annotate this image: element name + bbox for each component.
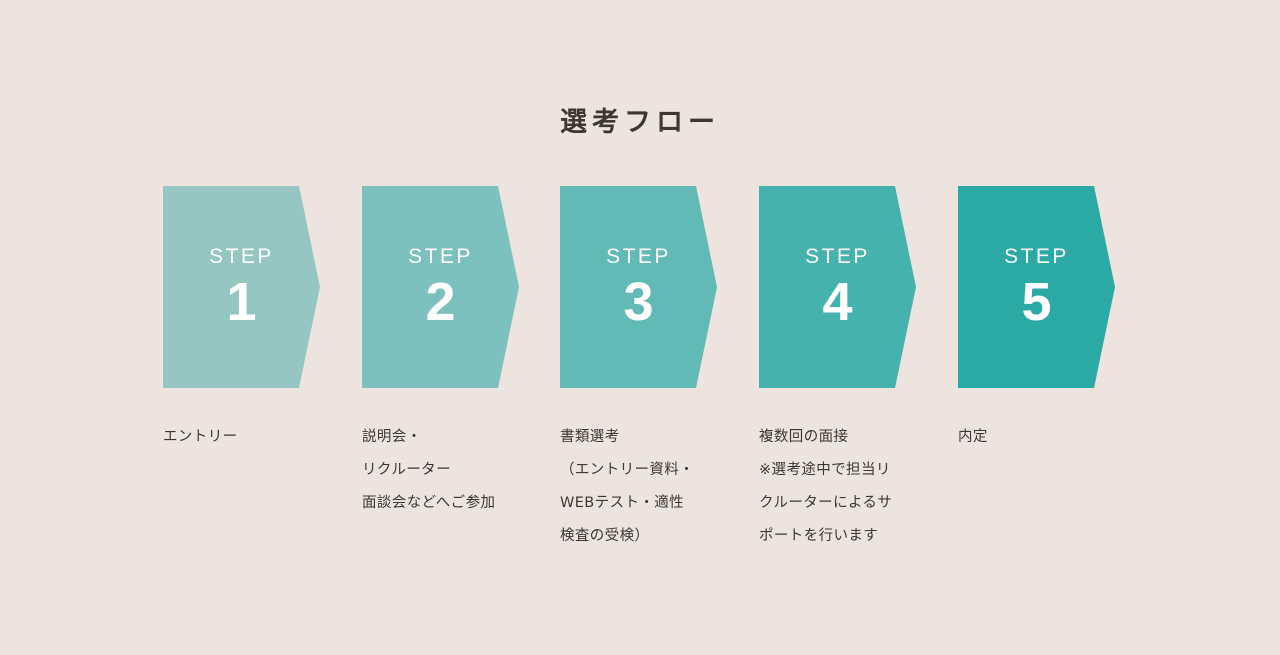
flow-step-1: STEP 1 エントリー: [163, 186, 341, 606]
flow-step-5: STEP 5 内定: [958, 186, 1136, 606]
step-3-chevron-polygon: [560, 186, 717, 388]
step-5-chevron-polygon: [958, 186, 1115, 388]
flow-step-4: STEP 4 複数回の面接 ※選考途中で担当リ クルーターによるサ ポートを行い…: [759, 186, 937, 606]
step-4-chevron-polygon: [759, 186, 916, 388]
step-3-chevron-shape: STEP 3: [560, 186, 738, 388]
step-1-chevron-polygon: [163, 186, 320, 388]
step-4-chevron-shape: STEP 4: [759, 186, 937, 388]
step-3-caption: 書類選考 （エントリー資料・ WEBテスト・適性 検査の受検）: [560, 429, 695, 544]
step-1-caption: エントリー: [163, 429, 238, 445]
step-2-chevron-shape: STEP 2: [362, 186, 540, 388]
flow-step-3: STEP 3 書類選考 （エントリー資料・ WEBテスト・適性 検査の受検）: [560, 186, 738, 606]
flow-steps-container: STEP 1 エントリー STEP 2 説明会・ リクルーター 面談会などへご参…: [163, 186, 1163, 606]
step-4-caption: 複数回の面接 ※選考途中で担当リ クルーターによるサ ポートを行います: [759, 429, 893, 544]
step-5-chevron-shape: STEP 5: [958, 186, 1136, 388]
step-2-chevron-polygon: [362, 186, 519, 388]
flow-step-2: STEP 2 説明会・ リクルーター 面談会などへご参加: [362, 186, 540, 606]
page-title: 選考フロー: [560, 107, 720, 138]
step-2-caption: 説明会・ リクルーター 面談会などへご参加: [362, 429, 496, 511]
step-5-caption: 内定: [958, 429, 988, 445]
step-1-chevron-shape: STEP 1: [163, 186, 341, 388]
